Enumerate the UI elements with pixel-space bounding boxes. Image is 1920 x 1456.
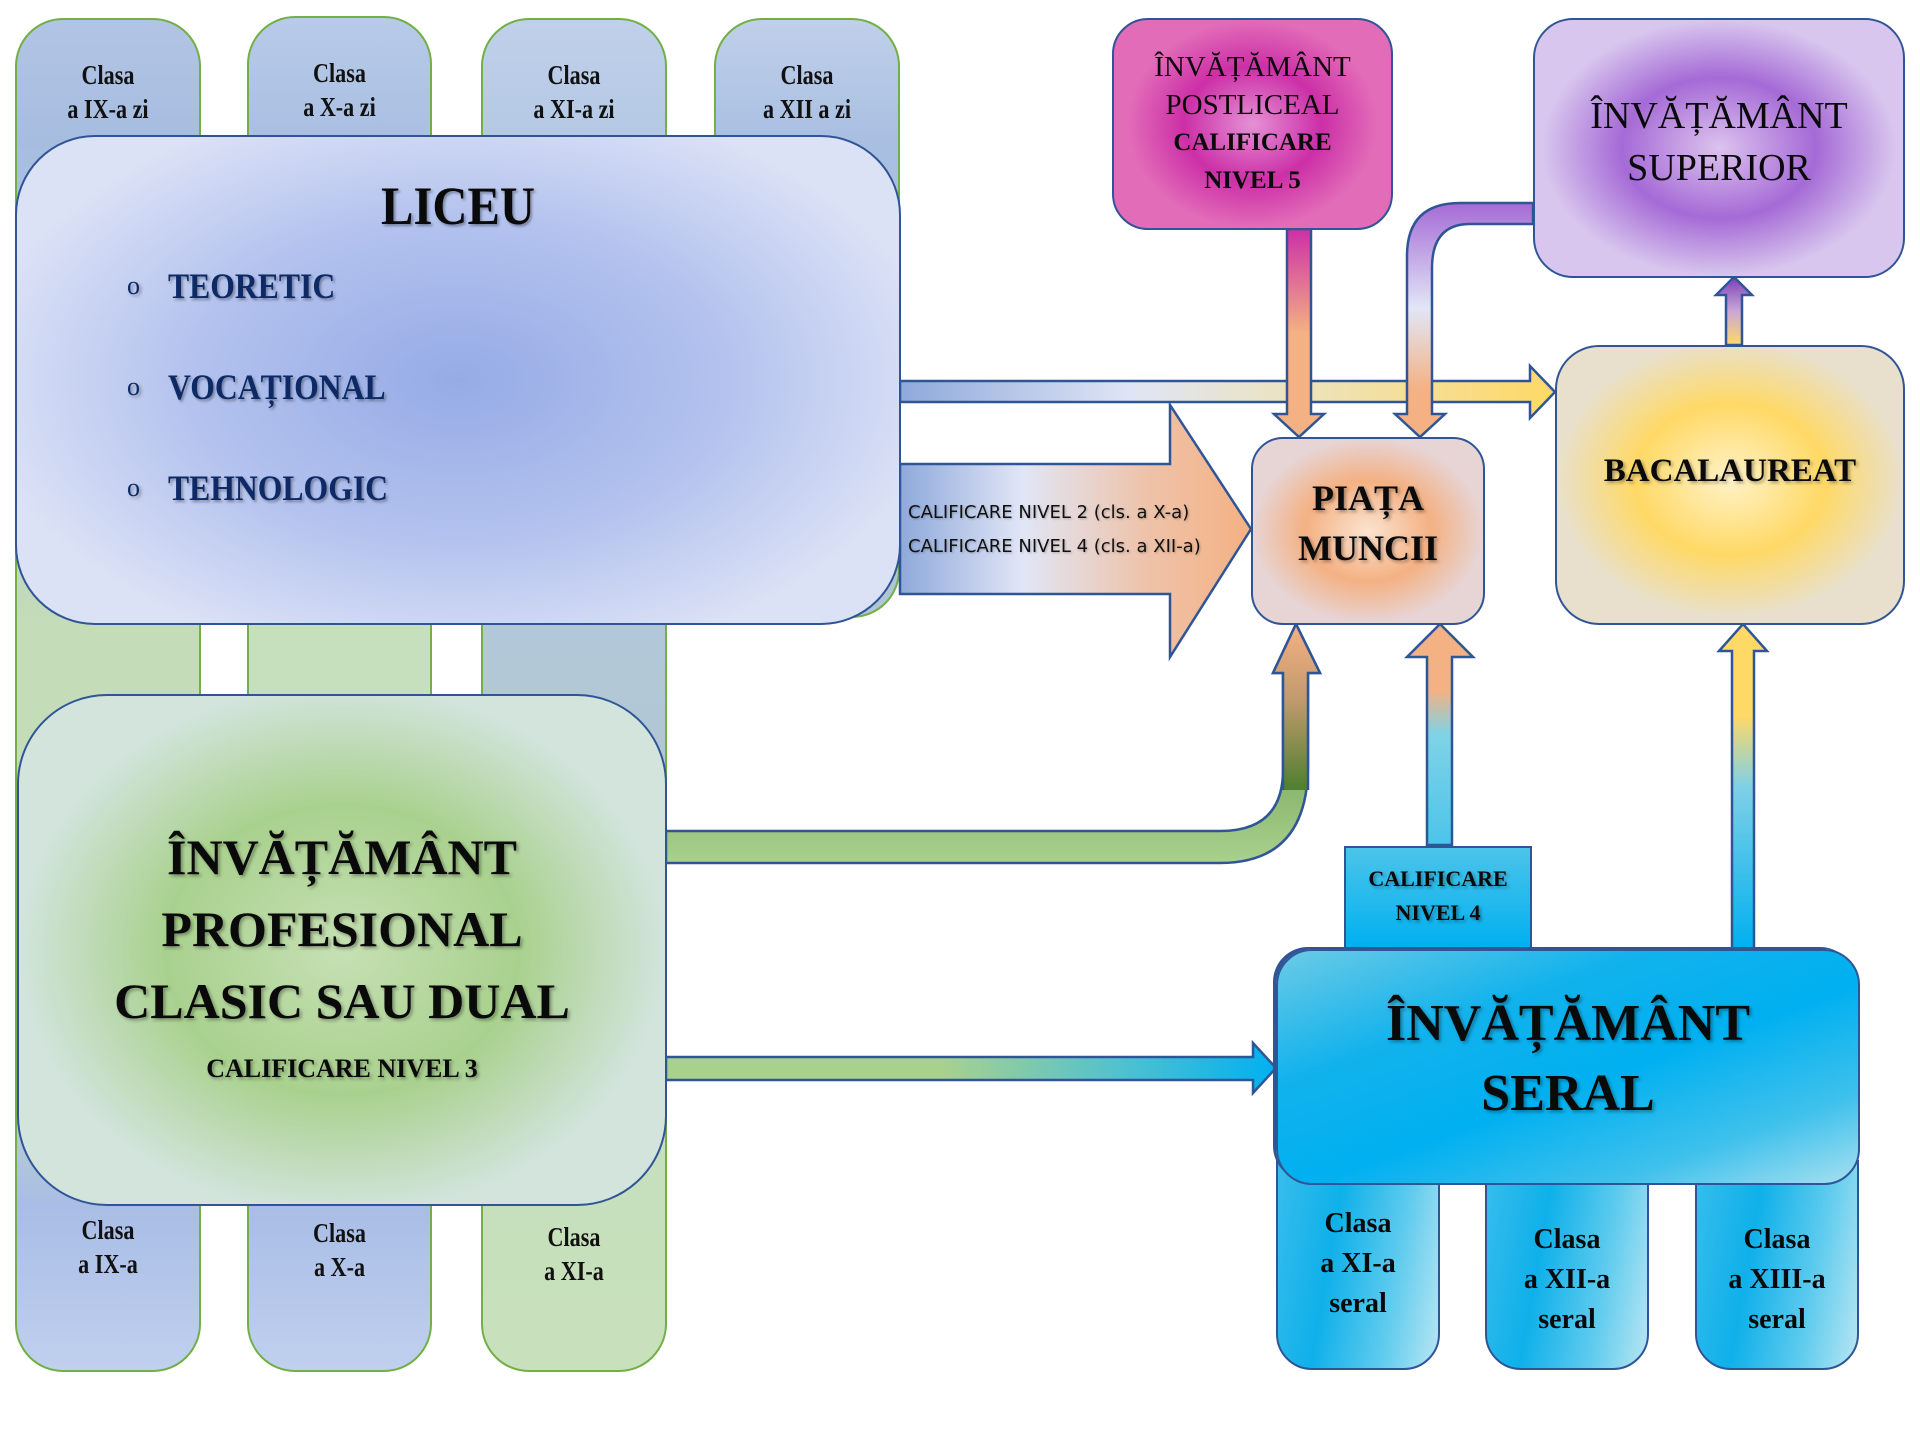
arrow-seral-calificare-to-piata — [1403, 622, 1477, 847]
bacalaureat-label: BACALAUREAT — [1603, 453, 1857, 489]
liceu-arrow-label: CALIFICARE NIVEL 2 (cls. a X-a) CALIFICA… — [908, 502, 1201, 557]
arrow-profesional-to-piata-head — [1273, 624, 1320, 790]
arrow-seral-to-bacalaureat — [1716, 622, 1770, 951]
seral-title-line1: ÎNVĂȚĂMÂNT — [1386, 995, 1750, 1052]
arrow-profesional-to-piata — [664, 621, 1323, 865]
profesional-title-line2: PROFESIONAL — [161, 901, 523, 957]
superior-box: ÎNVĂȚĂMÂNT SUPERIOR — [1533, 18, 1905, 278]
superior-title-line1: ÎNVĂȚĂMÂNT — [1590, 95, 1848, 137]
postliceal-box: ÎNVĂȚĂMÂNT POSTLICEAL CALIFICARE NIVEL 5 — [1112, 18, 1393, 230]
column-label-class-ix: Clasa a IX-a — [78, 1215, 138, 1279]
seral-calificare-box: CALIFICARE NIVEL 4 — [1344, 846, 1532, 950]
arrow-profesional-to-piata-outline — [1271, 621, 1323, 790]
liceu-title: LICEU — [381, 176, 535, 236]
postliceal-title-line2: POSTLICEAL — [1165, 89, 1340, 121]
piata-muncii-box: PIAȚA MUNCII — [1251, 437, 1485, 625]
profesional-title-line3: CLASIC SAU DUAL — [114, 973, 570, 1029]
superior-title-line2: SUPERIOR — [1627, 147, 1811, 189]
column-label-class-xi: Clasa a XI-a — [544, 1222, 604, 1286]
arrow-profesional-to-seral — [664, 1039, 1278, 1097]
postliceal-calificare: CALIFICARE — [1173, 129, 1332, 156]
profesional-title-line1: ÎNVĂȚĂMÂNT — [167, 829, 517, 885]
column-label-class-x: Clasa a X-a — [313, 1218, 366, 1282]
column-label: Clasa a X-a zi — [303, 58, 376, 122]
profesional-calificare: CALIFICARE NIVEL 3 — [206, 1054, 478, 1083]
bullet-icon: o — [127, 372, 140, 401]
seral-class-xi: Clasa a XI-a seral — [1276, 1160, 1440, 1370]
seral-calificare-line1: CALIFICARE — [1368, 866, 1508, 891]
profesional-box: ÎNVĂȚĂMÂNT PROFESIONAL CLASIC SAU DUAL C… — [17, 694, 667, 1206]
bacalaureat-box: BACALAUREAT — [1555, 345, 1905, 625]
seral-calificare-line2: NIVEL 4 — [1395, 900, 1481, 925]
arrow-superior-to-piata — [1385, 203, 1533, 437]
column-label: Clasa a IX-a zi — [67, 60, 149, 124]
liceu-item-teoretic: o TEORETIC — [127, 266, 336, 306]
liceu-box: LICEU o TEORETIC o VOCAȚIONAL o TEHNOLOG… — [15, 135, 901, 625]
postliceal-nivel: NIVEL 5 — [1204, 167, 1301, 194]
column-label: Clasa a XII a zi — [763, 60, 851, 124]
liceu-item-vocational: o VOCAȚIONAL — [127, 367, 386, 407]
piata-title-line2: MUNCII — [1298, 528, 1438, 568]
seral-class-xii: Clasa a XII-a seral — [1485, 1160, 1649, 1370]
piata-title-line1: PIAȚA — [1311, 478, 1424, 518]
bullet-icon: o — [127, 473, 140, 502]
arrow-postliceal-to-piata — [1270, 227, 1328, 439]
liceu-item-tehnologic: o TEHNOLOGIC — [127, 468, 389, 508]
arrow-bacalaureat-to-superior — [1712, 275, 1756, 347]
column-label: Clasa a XI-a zi — [533, 60, 615, 124]
seral-box: ÎNVĂȚĂMÂNT SERAL — [1276, 949, 1860, 1185]
seral-title-line2: SERAL — [1481, 1065, 1655, 1122]
seral-class-xiii: Clasa a XIII-a seral — [1695, 1160, 1859, 1370]
arrow-superior-to-piata-shape — [1391, 201, 1535, 439]
bullet-icon: o — [127, 271, 140, 300]
postliceal-title-line1: ÎNVĂȚĂMÂNT — [1154, 51, 1351, 83]
arrow-liceu-to-bacalaureat — [898, 362, 1557, 422]
